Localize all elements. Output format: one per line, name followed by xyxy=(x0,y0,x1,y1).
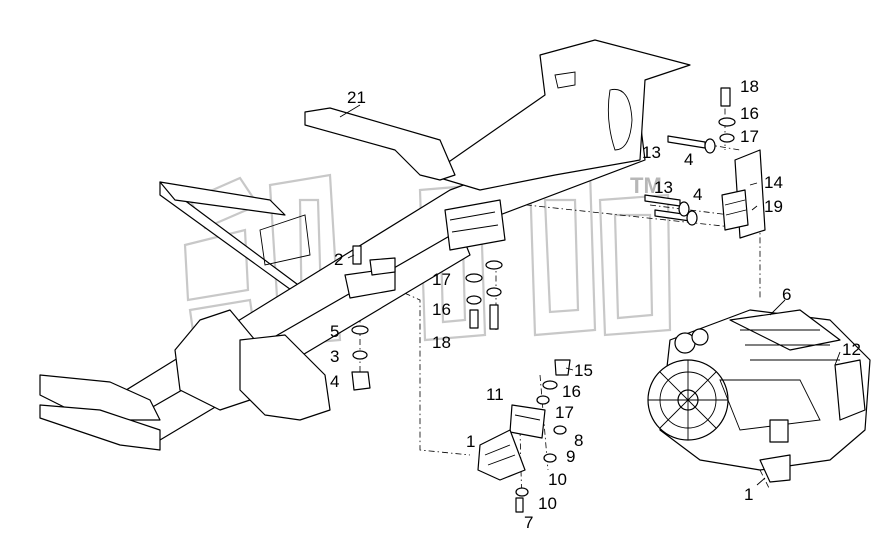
callout-17: 17 xyxy=(432,270,451,289)
callout-2: 2 xyxy=(334,250,343,269)
callout-1: 1 xyxy=(466,432,475,451)
leader-lines xyxy=(339,104,841,486)
callout-17: 17 xyxy=(740,127,759,146)
fasteners-left xyxy=(351,245,503,391)
callout-13: 13 xyxy=(654,178,673,197)
callout-7: 7 xyxy=(524,513,533,532)
callout-5: 5 xyxy=(330,322,339,341)
vehicle-frame xyxy=(39,39,691,451)
callout-8: 8 xyxy=(574,431,583,450)
callout-11: 11 xyxy=(486,385,504,404)
callout-3: 3 xyxy=(330,347,339,366)
callout-4: 4 xyxy=(684,150,693,169)
callout-10: 10 xyxy=(548,470,567,489)
engine xyxy=(647,309,871,483)
centre-mount-assembly xyxy=(477,359,571,513)
callout-18: 18 xyxy=(740,77,759,96)
callout-13: 13 xyxy=(642,143,661,162)
callout-16: 16 xyxy=(432,300,451,319)
callout-1: 1 xyxy=(744,485,753,504)
callout-15: 15 xyxy=(574,361,593,380)
callout-16: 16 xyxy=(562,382,581,401)
watermark-tm: TM xyxy=(630,173,662,198)
callout-18: 18 xyxy=(432,333,451,352)
callout-4: 4 xyxy=(693,185,702,204)
callout-14: 14 xyxy=(764,173,783,192)
callout-17: 17 xyxy=(555,403,574,422)
callout-10: 10 xyxy=(538,494,557,513)
right-mount-assembly xyxy=(644,87,766,239)
callout-12: 12 xyxy=(842,340,861,359)
callout-4: 4 xyxy=(330,372,339,391)
callouts: 21 2 5 3 4 17 16 18 18 16 17 13 4 13 4 1… xyxy=(330,77,861,532)
callout-19: 19 xyxy=(764,197,783,216)
callout-6: 6 xyxy=(782,285,791,304)
callout-21: 21 xyxy=(347,88,366,107)
callout-16: 16 xyxy=(740,104,759,123)
callout-9: 9 xyxy=(566,447,575,466)
